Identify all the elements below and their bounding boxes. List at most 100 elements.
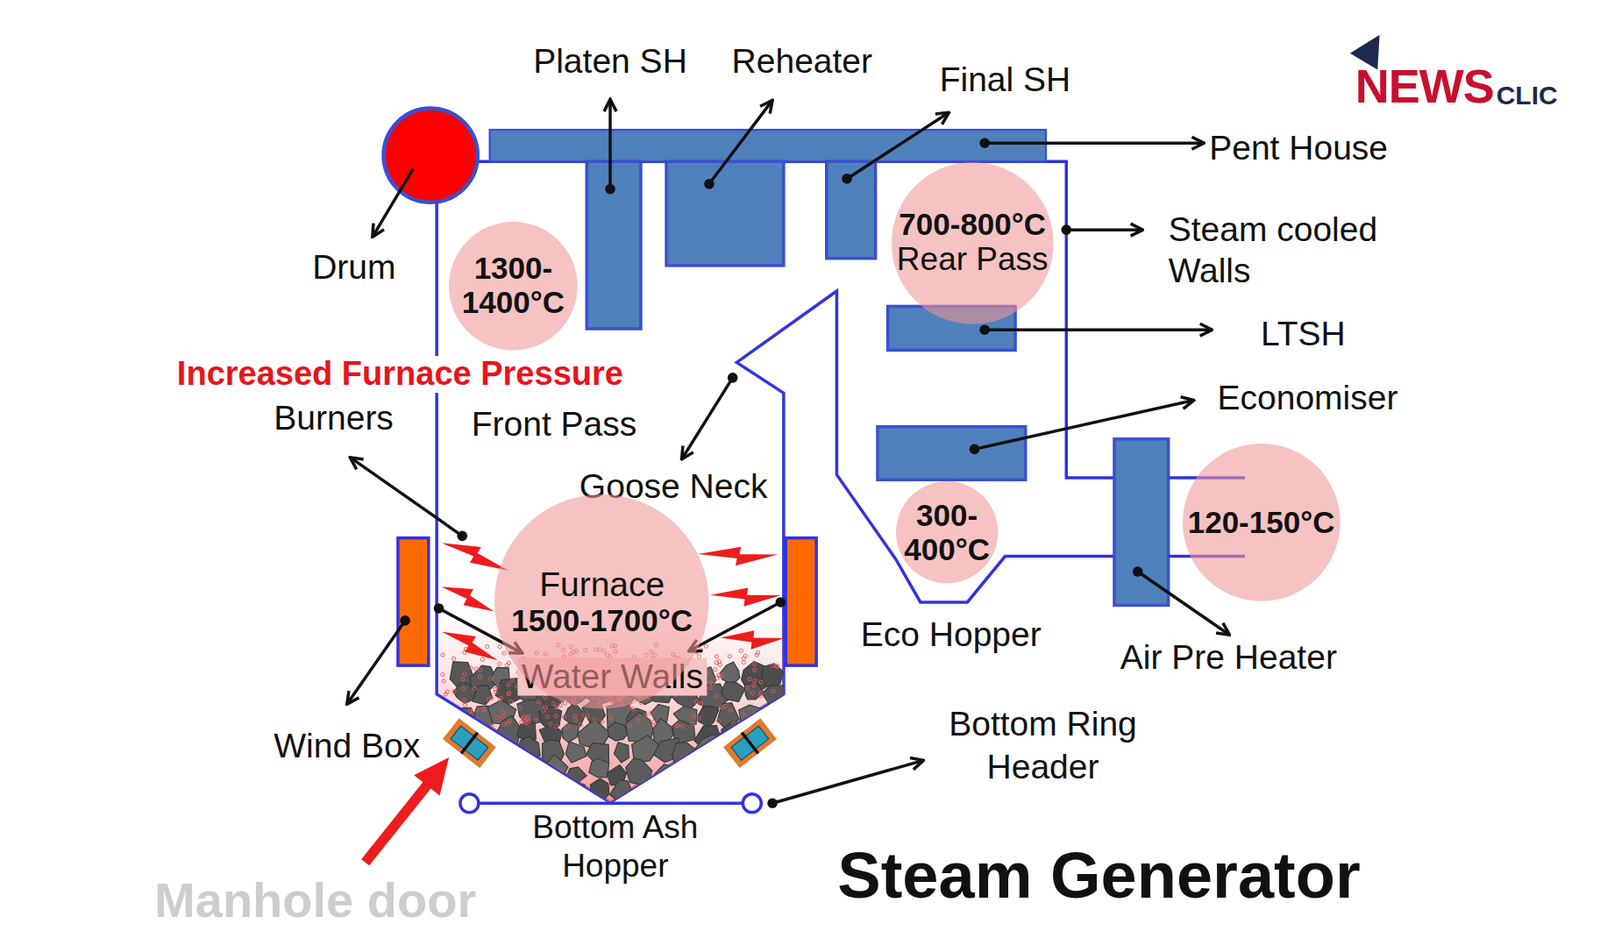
ember-dot — [631, 707, 635, 712]
leader-dot — [767, 797, 778, 809]
ember-dot — [472, 722, 477, 726]
ember-dot — [500, 714, 505, 719]
ember-dot — [752, 683, 756, 688]
leader-line — [984, 141, 1204, 144]
ember-dot — [720, 672, 725, 676]
ember-dot — [717, 660, 721, 664]
reheater-block — [666, 161, 784, 266]
ember-dot — [445, 722, 449, 726]
ember-dot — [754, 653, 759, 657]
ember-dot — [758, 694, 762, 698]
ash-rock — [744, 683, 764, 700]
flame-bolt — [710, 587, 782, 606]
ember-dot — [480, 657, 484, 662]
ember-dot — [775, 664, 779, 669]
ember-dot — [717, 673, 721, 677]
ash-rock — [487, 700, 516, 726]
ember-dot — [600, 719, 605, 724]
ash-rock — [453, 682, 476, 704]
leader-dot — [1060, 224, 1072, 235]
leader-line — [349, 457, 463, 537]
zone-circle — [896, 481, 998, 584]
ash-rock — [625, 758, 653, 784]
part-label: Bottom Ash Hopper — [520, 808, 710, 887]
zone-temperature: Furnace — [539, 566, 665, 605]
leader-dot — [979, 324, 990, 335]
ember-dot — [440, 672, 445, 676]
part-label: Air Pre Heater — [1120, 638, 1337, 676]
ember-dot — [732, 721, 736, 726]
ember-dot — [578, 723, 583, 727]
manhole-plate — [450, 725, 489, 761]
ember-dot — [506, 691, 511, 696]
ember-dot — [717, 718, 721, 723]
leader-line — [709, 99, 773, 184]
ember-dot — [718, 704, 723, 709]
zone-circle — [494, 494, 709, 709]
ember-dot — [508, 719, 512, 724]
leader-dots — [399, 137, 1143, 809]
ember-dot — [548, 722, 553, 726]
flame-bolt — [720, 630, 785, 649]
temperature-zone: 300- 400°C — [896, 481, 998, 584]
ash-rock — [672, 742, 699, 768]
ember-dot — [775, 664, 780, 669]
zone-temperature: 1300- 1400°C — [462, 251, 565, 320]
zone-name: 1500-1700°C — [511, 604, 693, 639]
ember-dot — [522, 715, 527, 719]
leader-lines — [347, 99, 1231, 804]
leader-dot — [433, 603, 445, 614]
part-label: Economiser — [1217, 378, 1399, 417]
leader-line — [681, 377, 733, 460]
ember-dot — [510, 678, 514, 683]
ember-dot — [478, 668, 483, 672]
ember-dot — [451, 656, 456, 661]
ember-dot — [452, 689, 456, 693]
ember-dot — [524, 721, 528, 726]
part-label: Final SH — [939, 60, 1072, 99]
ember-dot — [509, 700, 513, 704]
ember-dot — [551, 702, 555, 706]
ember-dot — [609, 716, 613, 720]
ember-dot — [750, 690, 754, 695]
logo-text: CLIC — [1496, 80, 1558, 110]
ring-header-end — [742, 794, 761, 813]
ash-rock — [590, 778, 609, 804]
ember-dot — [741, 656, 746, 661]
manhole-frame — [723, 718, 777, 768]
ember-dot — [680, 725, 684, 729]
manhole-plate — [731, 725, 769, 761]
part-label: LTSH — [1260, 314, 1346, 353]
ember-dot — [554, 725, 559, 729]
ember-dot — [501, 711, 505, 715]
ember-dot — [462, 698, 466, 703]
platen-superheater — [586, 161, 641, 329]
ember-dot — [502, 651, 506, 655]
ember-dot — [469, 717, 474, 721]
ember-dot — [636, 718, 640, 722]
ember-dot — [708, 681, 712, 685]
zone-temperature: 700-800°C — [898, 207, 1046, 242]
ember-dot — [592, 718, 597, 722]
leader-dot — [841, 173, 853, 185]
part-label: Eco Hopper — [860, 615, 1042, 654]
ember-dot — [497, 645, 502, 649]
ember-dot — [572, 714, 576, 719]
ember-dot — [462, 687, 466, 691]
leader-line — [846, 112, 949, 179]
zone-temperature: 300- 400°C — [903, 498, 990, 567]
logo-text: NEWS — [1355, 60, 1494, 113]
ember-dot — [490, 696, 494, 700]
ember-dot — [482, 706, 486, 711]
ember-dot — [477, 675, 482, 679]
ember-dot — [496, 684, 500, 689]
ember-dot — [752, 661, 756, 666]
ember-dot — [440, 653, 445, 657]
ember-dot — [741, 661, 746, 665]
ash-rock — [761, 685, 790, 714]
ember-dot — [753, 679, 757, 683]
ash-rock — [655, 764, 676, 784]
zone-circle — [1182, 443, 1341, 602]
ash-rock — [565, 741, 586, 763]
ember-dot — [727, 654, 732, 659]
